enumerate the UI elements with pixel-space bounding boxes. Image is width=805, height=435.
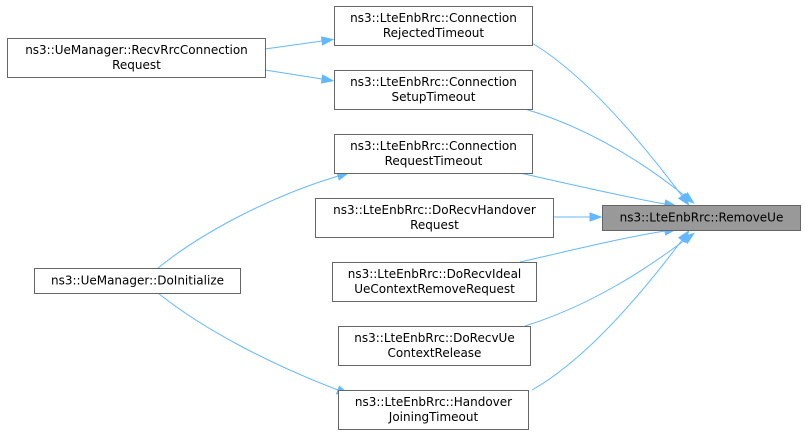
node-label-line: SetupTimeout — [392, 90, 476, 104]
edge-doinit-to-handover — [157, 292, 339, 391]
node-label-line: ns3::LteEnbRrc::DoRecvIdeal — [348, 267, 522, 281]
node-removeue[interactable]: ns3::LteEnbRrc::RemoveUe — [602, 205, 801, 231]
edge-doinit-to-request — [157, 175, 339, 269]
node-box — [315, 198, 554, 238]
node-label-line: ns3::UeManager::RecvRrcConnection — [25, 43, 248, 57]
node-dorecvideal[interactable]: ns3::LteEnbRrc::DoRecvIdealUeContextRemo… — [332, 262, 537, 302]
node-label-line: ns3::LteEnbRrc::Connection — [350, 139, 517, 153]
node-box — [34, 268, 241, 294]
node-label-line: ns3::LteEnbRrc::Handover — [355, 395, 512, 409]
node-doinit[interactable]: ns3::UeManager::DoInitialize — [34, 268, 241, 294]
node-box — [602, 205, 801, 231]
node-label-line: RequestTimeout — [385, 154, 483, 168]
node-box — [334, 6, 533, 46]
node-box — [334, 134, 533, 174]
node-rejected[interactable]: ns3::LteEnbRrc::ConnectionRejectedTimeou… — [334, 6, 533, 46]
node-label-line: ns3::LteEnbRrc::RemoveUe — [620, 211, 784, 225]
edge-recvrrc-to-rejected — [264, 40, 323, 50]
node-box — [334, 70, 533, 110]
node-label-line: ns3::UeManager::DoInitialize — [51, 274, 224, 288]
arrowhead-setup-to-removeue — [681, 192, 695, 204]
node-label-line: Request — [410, 218, 459, 232]
node-label-line: RejectedTimeout — [383, 26, 485, 40]
node-label-line: JoiningTimeout — [388, 410, 479, 424]
edge-dorecvue-to-removeue — [524, 239, 686, 327]
edge-recvrrc-to-setup — [264, 69, 323, 80]
arrowhead-handover-to-removeue — [677, 230, 690, 244]
node-label-line: Request — [112, 58, 161, 72]
node-box — [7, 38, 266, 78]
node-label-line: UeContextRemoveRequest — [354, 282, 515, 296]
arrowhead-recvrrc-to-setup — [320, 74, 335, 84]
node-layer: ns3::LteEnbRrc::RemoveUens3::LteEnbRrc::… — [7, 6, 801, 430]
node-label-line: ns3::LteEnbRrc::DoRecvHandover — [333, 203, 536, 217]
arrowhead-recvrrc-to-rejected — [320, 36, 335, 46]
node-label-line: ContextRelease — [388, 346, 482, 360]
edge-request-to-removeue — [519, 172, 666, 205]
node-label-line: ns3::LteEnbRrc::DoRecvUe — [354, 331, 514, 345]
node-box — [332, 262, 537, 302]
node-label-line: ns3::LteEnbRrc::Connection — [350, 11, 517, 25]
edge-dorecvideal-to-removeue — [519, 230, 666, 263]
node-label-line: ns3::LteEnbRrc::Connection — [350, 75, 517, 89]
node-box — [338, 390, 529, 430]
edge-handover-to-removeue — [531, 239, 683, 391]
node-box — [338, 326, 531, 366]
edge-rejected-to-removeue — [531, 42, 683, 197]
arrowhead-dorecvhandover-to-removeue — [589, 212, 603, 222]
edge-setup-to-removeue — [524, 108, 686, 197]
